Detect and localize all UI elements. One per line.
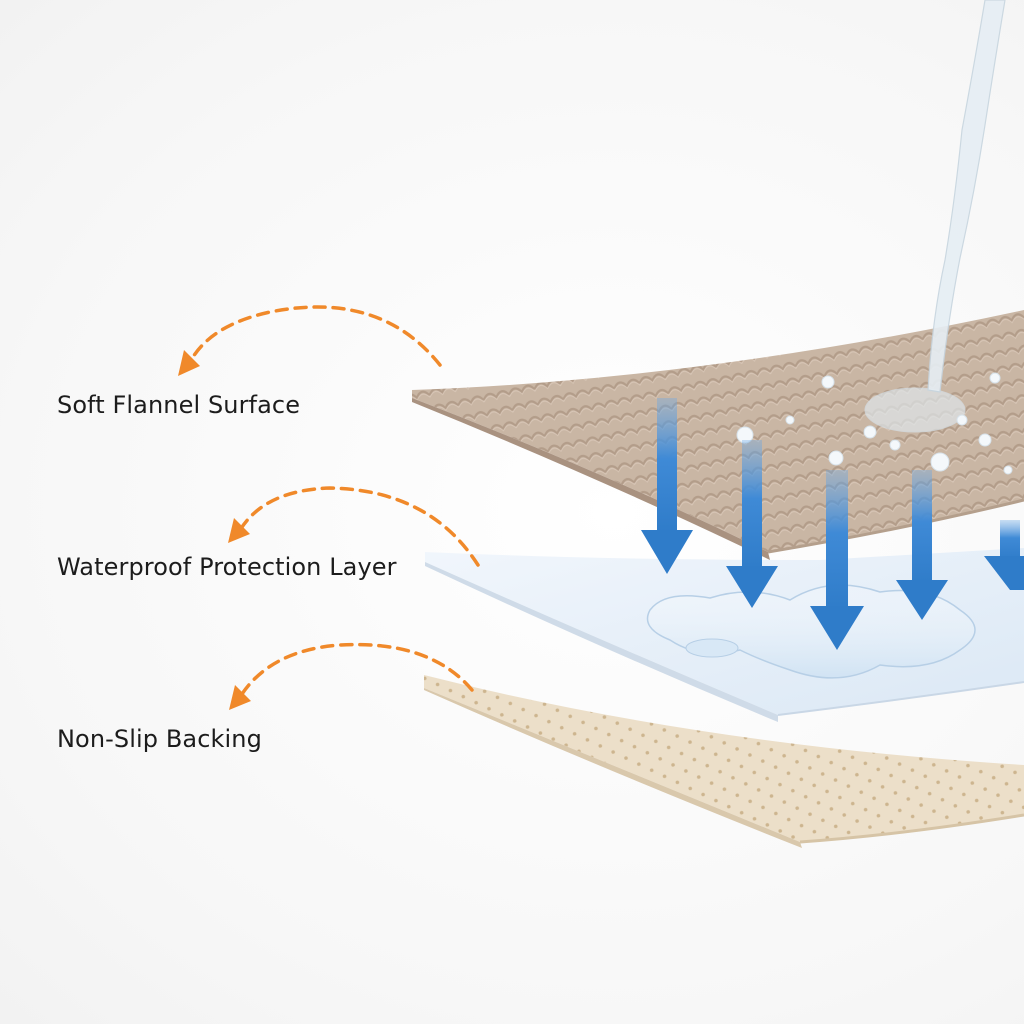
flannel-surface-layer	[412, 310, 1024, 560]
water-flow-arrows	[641, 398, 1024, 650]
curved-dashed-arrow-icon	[188, 305, 442, 367]
water-splash-icon	[736, 372, 1013, 475]
label-non-slip-backing: Non-Slip Backing	[57, 725, 262, 753]
non-slip-backing-layer	[424, 675, 1024, 848]
curved-dashed-arrow-icon	[238, 486, 480, 567]
down-arrow-icon	[896, 470, 948, 620]
arrowhead-icon	[178, 350, 200, 376]
waterproof-layer	[425, 548, 1024, 722]
arrowhead-icon	[228, 518, 250, 543]
curved-dashed-arrow-icon	[238, 642, 474, 699]
down-arrow-icon	[810, 470, 864, 650]
down-arrow-icon	[641, 398, 693, 574]
label-waterproof-protection-layer: Waterproof Protection Layer	[57, 553, 397, 581]
water-stream-icon	[927, 0, 1006, 393]
arrowhead-icon	[229, 685, 251, 710]
down-arrow-icon	[726, 440, 778, 608]
down-arrow-icon	[984, 520, 1024, 590]
label-soft-flannel-surface: Soft Flannel Surface	[57, 391, 301, 419]
